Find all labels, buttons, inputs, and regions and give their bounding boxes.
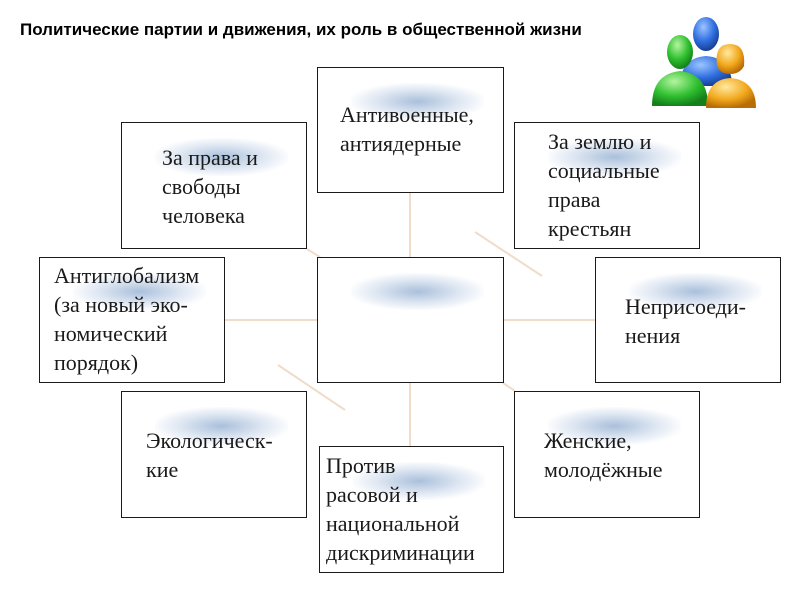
node-left-label: Антиглобализм (за новый эко- номический … <box>54 263 200 375</box>
node-top: Антивоенные, антиядерные <box>317 67 504 193</box>
node-top-left: За права и свободы человека <box>121 122 307 249</box>
connector-line-top-left <box>306 248 321 258</box>
connector-line-bottom-right <box>502 382 516 392</box>
node-right: Неприсоеди- нения <box>595 257 781 383</box>
node-bottom-label: Против расовой и национальной дискримина… <box>326 453 475 565</box>
node-top-label: Антивоенные, антиядерные <box>340 102 474 156</box>
connector-line-bottom-left <box>277 364 346 411</box>
slide-title: Политические партии и движения, их роль … <box>20 20 582 39</box>
node-top-right: За землю и социальные права крестьян <box>514 122 700 249</box>
node-top-left-label: За права и свободы человека <box>162 145 258 228</box>
node-top-right-label: За землю и социальные права крестьян <box>548 129 660 241</box>
node-left: Антиглобализм (за новый эко- номический … <box>39 257 225 383</box>
node-bottom: Против расовой и национальной дискримина… <box>319 446 504 573</box>
node-center <box>317 257 504 383</box>
node-bottom-left: Экологическ- кие <box>121 391 307 518</box>
node-bottom-left-label: Экологическ- кие <box>146 428 273 482</box>
node-right-label: Неприсоеди- нения <box>625 294 746 348</box>
node-bottom-right-label: Женские, молодёжные <box>544 428 663 482</box>
connector-line-top-right <box>474 231 543 277</box>
people-group-icon <box>652 17 756 108</box>
node-bottom-right: Женские, молодёжные <box>514 391 700 518</box>
